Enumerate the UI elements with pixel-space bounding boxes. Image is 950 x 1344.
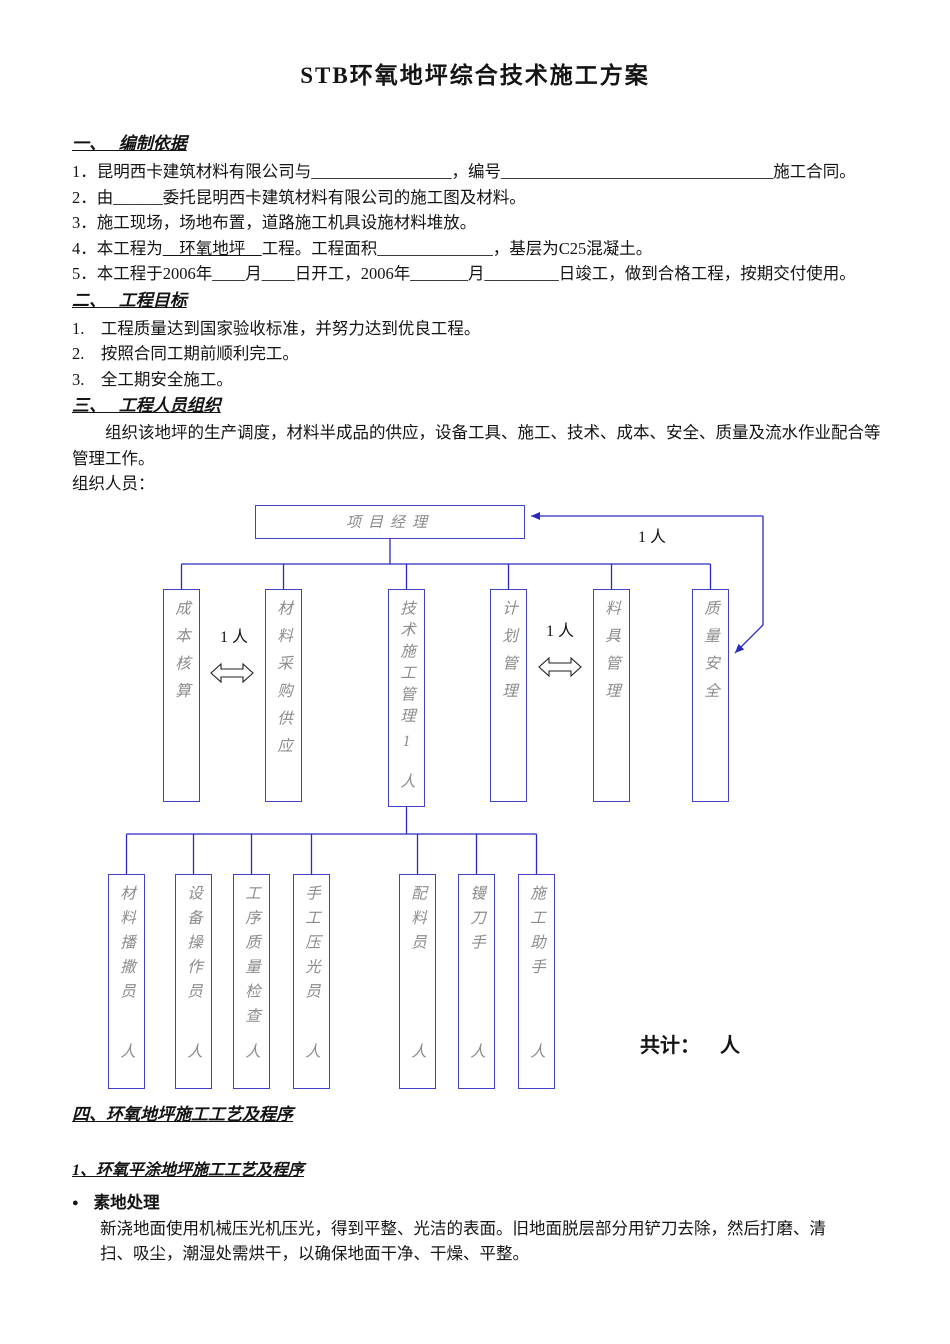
org-box-project-manager: 项目经理 bbox=[255, 504, 525, 539]
list-item: 4．本工程为 环氧地坪 工程。工程面积______________，基层为C25… bbox=[0, 236, 950, 262]
page-title: STB环氧地坪综合技术施工方案 bbox=[300, 63, 650, 88]
org-box-label: 料具管理 bbox=[603, 599, 620, 710]
org-box-label: 质量安全 bbox=[702, 599, 719, 710]
section4-heading: 四、环氧地坪施工工艺及程序 bbox=[0, 1103, 950, 1127]
section2-heading: 二、 工程目标 bbox=[0, 289, 950, 313]
org-box-label: 材料播撒员 bbox=[118, 884, 135, 1008]
org-box-label: 项目经理 bbox=[345, 515, 434, 531]
list-item: 2. 按照合同工期前顺利完工。 bbox=[72, 344, 299, 363]
org-box-manual-polisher: 手工压光员 人 bbox=[293, 873, 330, 1089]
top-count-label: 1 人 bbox=[638, 528, 667, 546]
double-arrow-icon bbox=[538, 656, 582, 677]
list-item: 3．施工现场，场地布置，道路施工机具设施材料堆放。 bbox=[72, 213, 477, 232]
item4-pre: 4．本工程为 bbox=[72, 238, 163, 258]
pair1-count-label: 1 人 bbox=[220, 628, 249, 646]
section3-heading: 三、 工程人员组织 bbox=[0, 394, 950, 418]
bullet-title: 素地处理 bbox=[93, 1192, 160, 1212]
double-arrow-icon bbox=[210, 662, 254, 683]
org-box-construction-assistant: 施工助手 人 bbox=[518, 873, 555, 1089]
org-box-count: 人 bbox=[409, 1043, 426, 1062]
org-box-label: 施工助手 bbox=[528, 884, 545, 983]
org-box-label: 设备操作员 bbox=[185, 884, 202, 1008]
org-box-material-procurement: 材料采购供应 bbox=[265, 588, 302, 802]
org-box-count: 人 bbox=[118, 1043, 135, 1062]
feedback-arrow-to-quality bbox=[734, 515, 764, 653]
list-item: 2．由______委托昆明西卡建筑材料有限公司的施工图及材料。 bbox=[72, 187, 526, 207]
org-box-quality-safety: 质量安全 bbox=[692, 588, 729, 802]
org-box-label: 工序质量检查 bbox=[243, 884, 260, 1032]
section4-heading-text: 四、环氧地坪施工工艺及程序 bbox=[72, 1104, 293, 1124]
org-box-process-quality-inspector: 工序质量检查 人 bbox=[233, 873, 270, 1089]
org-box-material-spreader: 材料播撒员 人 bbox=[108, 873, 145, 1089]
section1-heading-text: 一、 编制依据 bbox=[72, 134, 187, 153]
total-count-label: 共计： 人 bbox=[640, 1034, 740, 1057]
org-box-label: 技术施工管理 bbox=[398, 599, 415, 729]
pair2-count-label: 1 人 bbox=[546, 622, 575, 640]
org-box-count: 人 bbox=[185, 1043, 202, 1062]
org-box-count: 人 bbox=[528, 1043, 545, 1062]
list-item: 5．本工程于2006年____月____日开工，2006年_______月___… bbox=[72, 264, 856, 283]
org-box-label: 手工压光员 bbox=[303, 884, 320, 1008]
section1-heading: 一、 编制依据 bbox=[0, 132, 950, 156]
list-item: 1．昆明西卡建筑材料有限公司与_________________，编号_____… bbox=[72, 162, 856, 181]
item4-underlined-fill: 环氧地坪 bbox=[162, 238, 262, 258]
org-chart: 项目经理 1 人 1 人 1 人 成本核算 材料采购供应 技术施工管理 1 人 … bbox=[0, 504, 950, 1099]
bullet-icon: ● bbox=[72, 1196, 79, 1209]
org-box-equipment-operator: 设备操作员 人 bbox=[175, 873, 212, 1089]
org-box-label: 材料采购供应 bbox=[275, 599, 292, 765]
org-box-label: 成本核算 bbox=[173, 599, 190, 710]
org-box-batcher: 配料员 人 bbox=[399, 873, 436, 1089]
org-box-label: 计划管理 bbox=[500, 599, 517, 710]
org-personnel-label: 组织人员： bbox=[72, 474, 155, 493]
section4-sub1-heading: 1、环氧平涂地坪施工工艺及程序 bbox=[0, 1159, 950, 1183]
org-box-label: 配料员 bbox=[409, 884, 426, 959]
org-box-plan-mgmt: 计划管理 bbox=[490, 588, 527, 802]
org-box-count: 人 bbox=[468, 1043, 485, 1062]
item4-post: 工程。工程面积______________，基层为C25混凝土。 bbox=[261, 238, 653, 258]
section3-heading-text: 三、 工程人员组织 bbox=[72, 396, 221, 415]
org-box-count: 1 人 bbox=[398, 733, 415, 792]
list-item: 3. 全工期安全施工。 bbox=[72, 369, 233, 389]
list-item: 1. 工程质量达到国家验收标准，并努力达到优良工程。 bbox=[72, 318, 481, 338]
org-box-tech-construction-mgmt: 技术施工管理 1 人 bbox=[388, 588, 425, 807]
bullet-item: ● 素地处理 bbox=[0, 1189, 950, 1213]
org-box-trowel-hand: 镘刀手 人 bbox=[458, 873, 495, 1089]
section4-sub1-heading-text: 1、环氧平涂地坪施工工艺及程序 bbox=[72, 1161, 305, 1179]
org-box-count: 人 bbox=[243, 1043, 260, 1062]
section3-paragraph: 组织该地坪的生产调度，材料半成品的供应，设备工具、施工、技术、成本、安全、质量及… bbox=[72, 423, 881, 468]
org-chart-connectors bbox=[125, 511, 764, 874]
org-box-label: 镘刀手 bbox=[468, 884, 485, 959]
bullet-body-text: 新浇地面使用机械压光机压光，得到平整、光洁的表面。旧地面脱层部分用铲刀去除，然后… bbox=[100, 1218, 826, 1264]
org-box-tools-mgmt: 料具管理 bbox=[593, 588, 630, 802]
org-box-count: 人 bbox=[303, 1043, 320, 1062]
org-box-cost-accounting: 成本核算 bbox=[163, 588, 200, 802]
section2-heading-text: 二、 工程目标 bbox=[72, 290, 187, 310]
